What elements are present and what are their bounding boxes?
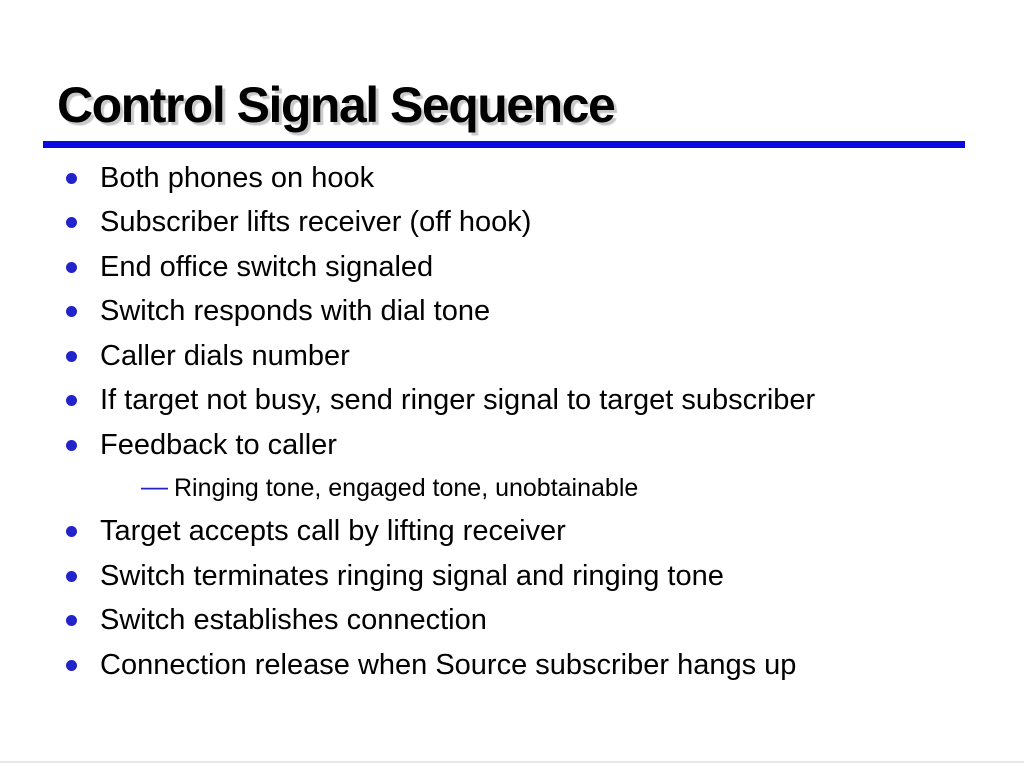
bullet-text: End office switch signaled bbox=[100, 250, 434, 283]
sub-bullet-text: Ringing tone, engaged tone, unobtainable bbox=[174, 474, 639, 502]
bullet-item: If target not busy, send ringer signal t… bbox=[0, 379, 1024, 424]
bullet-dot-icon bbox=[66, 659, 77, 671]
bullet-item: Connection release when Source subscribe… bbox=[0, 643, 1024, 688]
bullet-dot-icon bbox=[66, 306, 77, 318]
bullet-item: Subscriber lifts receiver (off hook) bbox=[0, 201, 1024, 246]
bullet-dot-icon bbox=[66, 395, 77, 407]
bullet-item: End office switch signaled bbox=[0, 245, 1024, 290]
slide-title: Control Signal Sequence bbox=[57, 77, 616, 133]
bullet-text: Target accepts call by lifting receiver bbox=[100, 515, 566, 548]
bullet-text: Switch terminates ringing signal and rin… bbox=[100, 559, 724, 592]
bullet-dot-icon bbox=[66, 217, 77, 229]
bullet-item: Caller dials number bbox=[0, 334, 1024, 379]
bullet-text: Switch responds with dial tone bbox=[100, 295, 491, 328]
bullet-item: Switch terminates ringing signal and rin… bbox=[0, 554, 1024, 599]
bullet-item: Switch establishes connection bbox=[0, 599, 1024, 644]
bullet-dot-icon bbox=[66, 172, 77, 184]
bullet-dot-icon bbox=[66, 261, 77, 273]
bullet-dot-icon bbox=[66, 350, 77, 362]
sub-bullet-item: — Ringing tone, engaged tone, unobtainab… bbox=[0, 468, 1024, 510]
bullet-text: Switch establishes connection bbox=[100, 604, 487, 637]
bullet-text: Caller dials number bbox=[100, 339, 350, 372]
bullet-dot-icon bbox=[66, 526, 77, 538]
bullet-dot-icon bbox=[66, 615, 77, 627]
bullet-text: Connection release when Source subscribe… bbox=[100, 648, 797, 681]
bullet-item: Target accepts call by lifting receiver bbox=[0, 510, 1024, 555]
bullet-item: Feedback to caller bbox=[0, 423, 1024, 468]
title-underline-rule bbox=[43, 141, 965, 148]
bullet-text: Subscriber lifts receiver (off hook) bbox=[100, 206, 532, 239]
bullet-dot-icon bbox=[66, 439, 77, 451]
bottom-divider-line bbox=[0, 761, 1024, 763]
bullet-text: Feedback to caller bbox=[100, 428, 337, 461]
em-dash-bullet-icon: — bbox=[141, 471, 168, 502]
bullet-item: Switch responds with dial tone bbox=[0, 290, 1024, 335]
bullet-dot-icon bbox=[66, 570, 77, 582]
bullet-list: Both phones on hook Subscriber lifts rec… bbox=[0, 156, 1024, 688]
bullet-text: If target not busy, send ringer signal t… bbox=[100, 384, 816, 417]
bullet-item: Both phones on hook bbox=[0, 156, 1024, 201]
bullet-text: Both phones on hook bbox=[100, 161, 375, 194]
